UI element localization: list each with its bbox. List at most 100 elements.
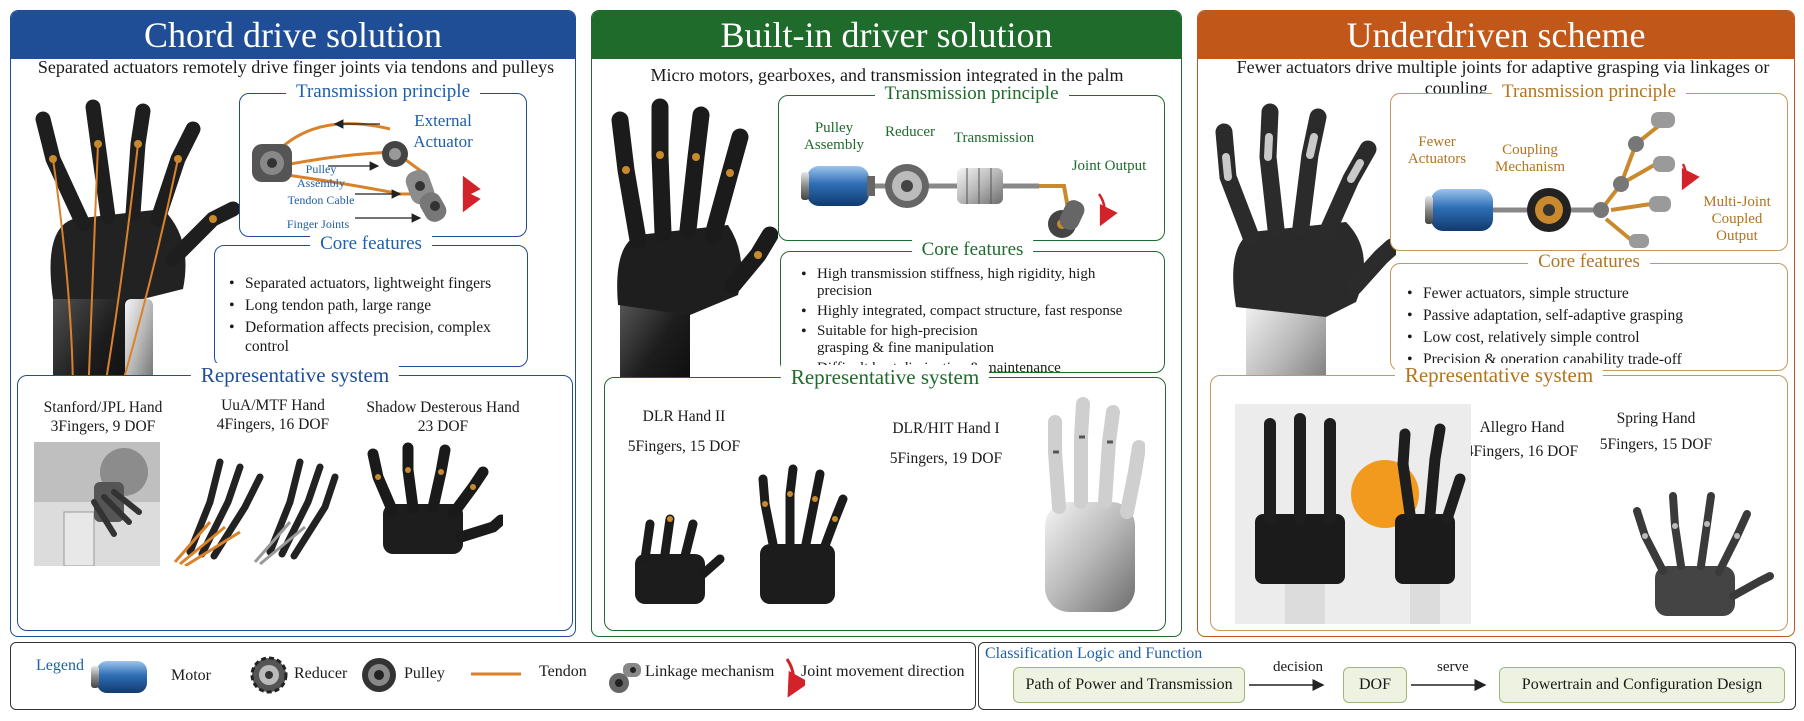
box-dof: DOF — [1343, 667, 1407, 703]
linkage-icon — [609, 663, 641, 693]
feature-item: Low cost, relatively simple control — [1407, 328, 1777, 347]
label-joint-output: Joint Output — [1071, 158, 1147, 174]
arrow-label-decision: decision — [1273, 659, 1323, 675]
legend-title: Legend — [36, 657, 84, 674]
feature-item: Passive adaptation, self-adaptive graspi… — [1407, 306, 1777, 325]
box-title: Core features — [911, 239, 1034, 261]
system-name: DLR Hand II — [642, 408, 726, 425]
system-allegro: Allegro Hand 4Fingers, 16 DOF — [1457, 416, 1587, 464]
panel-title: Underdriven scheme — [1198, 11, 1794, 59]
tendon-principle-diagram — [252, 119, 481, 223]
panel-chord-drive: Chord drive solution Separated actuators… — [10, 10, 576, 637]
legend-label-joint-direction: Joint movement direction — [801, 663, 965, 680]
panel-subtitle: Micro motors, gearboxes, and transmissio… — [650, 65, 1124, 85]
feature-item: Deformation affects precision, complex c… — [229, 318, 519, 356]
box-title: Transmission principle — [1492, 81, 1686, 103]
classification-logic: Classification Logic and Function Path o… — [978, 642, 1796, 710]
box-title: Transmission principle — [286, 81, 480, 103]
dlr-hit-hand-i-photo — [1045, 397, 1145, 612]
label-pulley-assembly: Pulley Assembly — [297, 162, 345, 190]
spring-hand-photo — [1633, 492, 1774, 616]
legend: Legend Motor Reducer Pulley Tendon Linka… — [10, 642, 976, 710]
system-spring-hand: Spring Hand 5Fingers, 15 DOF — [1591, 406, 1721, 458]
built-in-principle-diagram — [801, 164, 1118, 238]
coupling-gear-icon — [1527, 188, 1571, 232]
label-multi-joint-output: Multi-Joint Coupled Output — [1703, 194, 1771, 244]
box-title: Representative system — [190, 363, 400, 388]
label-pulley-assembly: Pulley Assembly — [804, 120, 864, 153]
system-name: Allegro Hand — [1479, 419, 1565, 436]
joint-output-icon — [1048, 200, 1085, 238]
curved-arrow-icon — [785, 658, 805, 698]
label-external-actuator: External Actuator — [413, 111, 473, 151]
system-name: DLR/HIT Hand I — [892, 420, 1000, 437]
transmission-principle-box: Transmission principle Pulley Assembl — [778, 83, 1165, 241]
arrow-label-serve: serve — [1437, 659, 1469, 675]
panel-underdriven: Underdriven scheme Fewer actuators drive… — [1197, 10, 1795, 637]
system-shadow: Shadow Desterous Hand 23 DOF — [353, 398, 533, 436]
feature-item: High transmission stiffness, high rigidi… — [801, 266, 1101, 300]
system-name: Stanford/JPL Hand — [43, 399, 163, 416]
system-name: Shadow Desterous Hand — [366, 399, 520, 416]
panel-title: Chord drive solution — [11, 11, 575, 59]
system-spec: 5Fingers, 15 DOF — [1599, 436, 1713, 453]
linkage-icon — [1593, 112, 1675, 248]
core-features-box: Core features High transmission stiffnes… — [780, 239, 1165, 377]
system-spec: 5Fingers, 19 DOF — [889, 450, 1003, 467]
system-spec: 3Fingers, 9 DOF — [50, 418, 156, 435]
label-finger-joints: Finger Joints — [286, 217, 350, 231]
box-title: Representative system — [1394, 363, 1604, 388]
feature-item: Long tendon path, large range — [229, 296, 519, 315]
motor-icon — [801, 166, 875, 206]
legend-label-linkage: Linkage mechanism — [645, 663, 775, 680]
system-uua-mtf: UuA/MTF Hand 4Fingers, 16 DOF — [208, 396, 338, 434]
system-spec: 5Fingers, 15 DOF — [627, 438, 741, 455]
label-reducer: Reducer — [885, 124, 935, 140]
system-name: UuA/MTF Hand — [221, 397, 325, 414]
motor-icon — [91, 661, 147, 693]
tendon-line-icon — [471, 672, 521, 676]
system-name: Spring Hand — [1616, 410, 1696, 427]
feature-list: Separated actuators, lightweight fingers… — [229, 274, 519, 378]
pulley-icon — [362, 658, 396, 692]
system-spec: 23 DOF — [417, 418, 469, 435]
uua-mtf-hand-photo — [173, 458, 339, 566]
box-powertrain-design: Powertrain and Configuration Design — [1499, 667, 1785, 703]
dlr-hand-ii-photo — [635, 464, 848, 604]
label-transmission: Transmission — [953, 130, 1035, 146]
panel-built-in-driver: Built-in driver solution Micro motors, g… — [591, 10, 1182, 637]
label-coupling-mechanism: Coupling Mechanism — [1495, 142, 1565, 175]
system-dlr-hand-ii: DLR Hand II 5Fingers, 15 DOF — [619, 402, 749, 462]
shadow-hand-photo — [367, 442, 503, 554]
legend-label-motor: Motor — [171, 667, 211, 684]
gear-icon — [250, 656, 288, 694]
core-features-box: Core features Separated actuators, light… — [214, 233, 528, 378]
classification-title: Classification Logic and Function — [985, 645, 1203, 662]
representative-system-box: Representative system DLR Hand II 5Finge… — [604, 365, 1166, 631]
arrow-icon — [1411, 679, 1487, 691]
system-dlr-hit-hand-i: DLR/HIT Hand I 5Fingers, 19 DOF — [881, 414, 1011, 474]
panel-title: Built-in driver solution — [592, 11, 1181, 59]
gear-icon — [885, 164, 929, 208]
box-power-transmission: Path of Power and Transmission — [1013, 667, 1245, 703]
legend-label-tendon: Tendon — [539, 663, 587, 680]
core-features-box: Core features Fewer actuators, simple st… — [1390, 251, 1788, 371]
feature-item: Suitable for high-precision grasping & f… — [801, 323, 1031, 357]
legend-label-pulley: Pulley — [404, 665, 445, 682]
finger-joints-icon — [405, 169, 447, 222]
system-spec: 4Fingers, 16 DOF — [216, 416, 330, 433]
arrow-icon — [1249, 679, 1325, 691]
transmission-principle-box: Transmission principle — [1390, 81, 1788, 251]
feature-list: High transmission stiffness, high rigidi… — [801, 266, 1161, 380]
box-title: Transmission principle — [874, 83, 1069, 105]
feature-item: Separated actuators, lightweight fingers — [229, 274, 519, 293]
transmission-principle-box: Transmission principle External Actuator… — [239, 81, 527, 237]
motor-icon — [1425, 189, 1493, 231]
feature-item: Highly integrated, compact structure, fa… — [801, 303, 1161, 320]
allegro-hand-photo — [1235, 404, 1471, 624]
stanford-jpl-hand-photo — [34, 442, 160, 566]
system-spec: 4Fingers, 16 DOF — [1465, 443, 1579, 460]
legend-label-reducer: Reducer — [294, 665, 348, 682]
box-title: Core features — [310, 233, 432, 255]
underdriven-principle-diagram — [1425, 112, 1700, 248]
